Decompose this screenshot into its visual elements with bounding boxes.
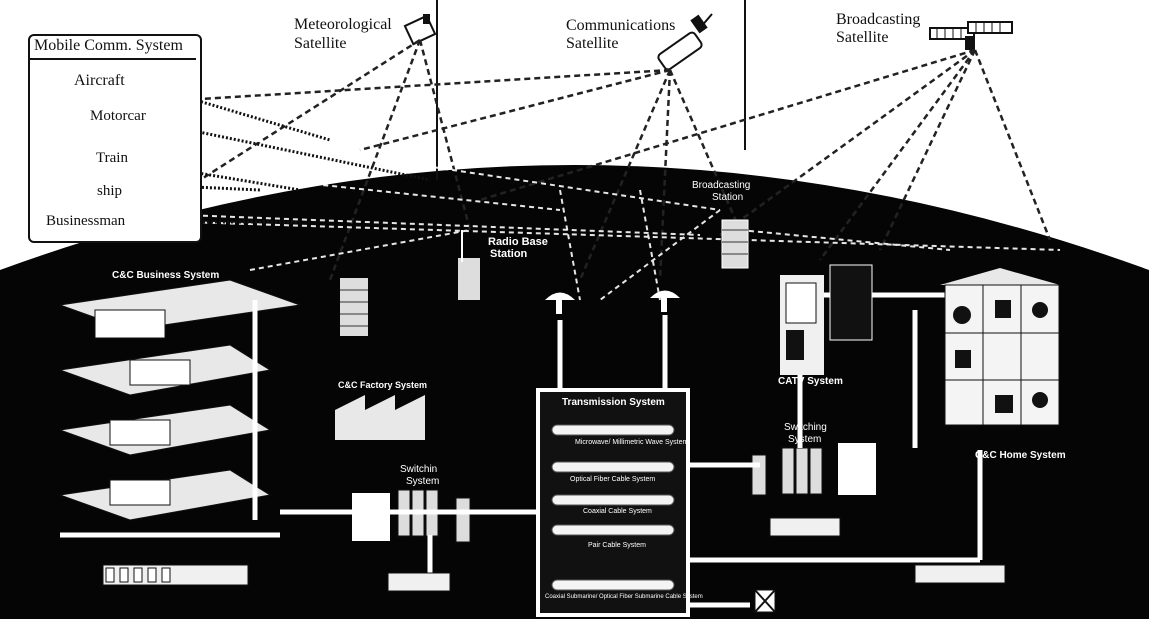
mobile-item-motorcar: Motorcar — [90, 108, 146, 125]
meteorological-satellite-icon — [405, 14, 435, 44]
communications-satellite-label-1: Communications — [566, 17, 675, 35]
broadcasting-station-label-1: Broadcasting — [692, 180, 750, 191]
mobile-comm-title: Mobile Comm. System — [34, 37, 183, 55]
mobile-item-businessman: Businessman — [46, 213, 125, 230]
transmission-item-microwave: Microwave/ Millimetric Wave System — [575, 439, 688, 446]
mobile-item-train: Train — [96, 150, 128, 167]
catv-system-label: CATV System — [778, 376, 843, 387]
switching-left-label-2: System — [406, 476, 439, 487]
switch-info-panel-right — [838, 443, 876, 495]
switching-system-right — [752, 448, 822, 495]
business-tower-icon — [340, 278, 368, 336]
broadcasting-satellite-label-1: Broadcasting — [836, 11, 920, 29]
switching-right-label-1: Switching — [784, 422, 827, 433]
catv-system-icon — [780, 275, 824, 375]
switching-left-label-1: Switchin — [400, 464, 437, 475]
catv-info-panel — [830, 265, 872, 340]
broadcasting-satellite-icon — [930, 22, 1012, 50]
meteorological-satellite-label-1: Meteorological — [294, 16, 392, 34]
transmission-item-optical: Optical Fiber Cable System — [570, 476, 655, 483]
transmission-item-submarine: Coaxial Submarine/ Optical Fiber Submari… — [545, 594, 703, 600]
broadcasting-station-tower — [722, 220, 748, 268]
home-system-house — [940, 268, 1060, 425]
data-center-center — [388, 573, 450, 591]
switching-right-label-2: System — [788, 434, 821, 445]
switch-info-panel-left — [352, 493, 390, 541]
crossed-box-icon — [755, 590, 775, 612]
data-center-left — [103, 565, 248, 585]
mobile-item-ship: ship — [97, 183, 122, 200]
data-center-right-top — [770, 518, 840, 536]
home-system-label: C&C Home System — [975, 450, 1066, 461]
mobile-item-aircraft: Aircraft — [74, 72, 125, 90]
factory-system-label: C&C Factory System — [338, 380, 427, 390]
communications-satellite-label-2: Satellite — [566, 35, 618, 53]
data-center-right — [915, 565, 1005, 583]
broadcasting-satellite-label-2: Satellite — [836, 29, 888, 47]
radio-base-station-label-1: Radio Base — [488, 236, 548, 248]
switching-system-left — [398, 490, 470, 542]
transmission-system-title: Transmission System — [562, 397, 665, 408]
mobile-comm-box — [28, 34, 202, 243]
meteorological-satellite-label-2: Satellite — [294, 35, 346, 53]
business-system-label: C&C Business System — [112, 270, 219, 281]
transmission-item-coaxial: Coaxial Cable System — [583, 508, 652, 515]
broadcasting-station-label-2: Station — [712, 192, 743, 203]
radio-base-station-label-2: Station — [490, 248, 527, 260]
transmission-item-pair: Pair Cable System — [588, 542, 646, 549]
